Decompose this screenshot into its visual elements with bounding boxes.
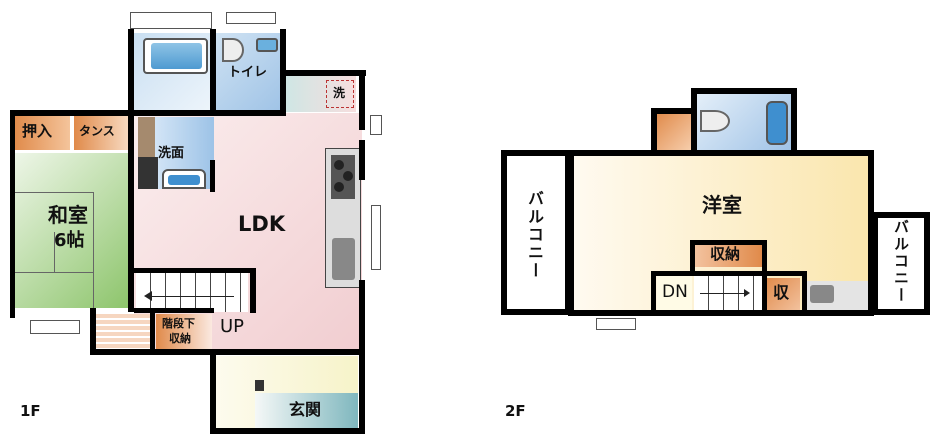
wall	[568, 150, 574, 316]
tatami-line	[54, 232, 55, 272]
wall	[90, 349, 360, 355]
wall	[791, 88, 797, 152]
tansu-closet	[74, 116, 130, 150]
burner-icon	[334, 182, 344, 192]
tatami-line	[93, 192, 94, 308]
balcony-left-label: バルコニー	[525, 190, 544, 280]
under-stairs-label-1: 階段下	[162, 317, 195, 330]
wall	[802, 271, 807, 313]
arrow-left-icon	[146, 296, 234, 297]
bay-window	[370, 115, 382, 135]
youshitsu-label: 洋室	[702, 193, 742, 217]
wall	[210, 160, 215, 192]
under-stairs-label-2: 収納	[169, 332, 191, 345]
washer-box	[326, 80, 354, 108]
wall	[691, 88, 797, 94]
under-stairs-storage	[156, 314, 212, 350]
oshiire-closet	[14, 116, 70, 150]
floor-2f-label: 2F	[505, 402, 526, 420]
wall	[134, 268, 256, 273]
wall	[128, 110, 286, 116]
sink-icon	[256, 38, 278, 52]
wall	[762, 240, 767, 312]
laundry-area	[286, 76, 356, 112]
wall	[359, 280, 365, 430]
tansu-label: タンス	[79, 124, 115, 138]
stairs-up-label: UP	[220, 316, 245, 337]
wall	[10, 110, 15, 318]
wall	[250, 268, 256, 313]
bay-window	[371, 205, 381, 270]
burner-icon	[334, 160, 344, 170]
washer-label: 洗	[333, 86, 346, 100]
bay-window	[226, 12, 276, 24]
wall	[90, 308, 96, 354]
wall	[280, 29, 286, 116]
wall	[359, 140, 365, 180]
wall	[690, 240, 695, 276]
sink-basin-icon	[810, 285, 834, 303]
arrow-head	[144, 291, 152, 301]
pillar	[255, 380, 264, 391]
kitchen-sink-icon	[332, 238, 355, 280]
washitsu-size-label: 6帖	[54, 230, 85, 251]
wall	[210, 352, 216, 432]
wall	[128, 190, 134, 312]
small-storage-label: 収	[773, 283, 790, 302]
toilet-icon-2f	[700, 110, 730, 132]
wall	[690, 240, 766, 245]
wall	[134, 308, 214, 313]
tatami-line	[14, 272, 94, 273]
washitsu-label: 和室	[48, 203, 88, 227]
deck-area	[96, 314, 150, 350]
bay-window-2f	[596, 318, 636, 330]
wall	[651, 271, 656, 313]
wall	[651, 108, 657, 152]
arrow-head	[744, 289, 750, 297]
closet-2f	[694, 243, 762, 267]
wall	[286, 70, 366, 76]
washroom-shelf	[138, 117, 155, 157]
toilet-label: トイレ	[228, 65, 268, 80]
wall	[651, 271, 806, 276]
stairs-down-label: DN	[662, 282, 688, 302]
wall	[868, 150, 874, 316]
bathtub-icon	[143, 38, 208, 74]
wall	[651, 108, 695, 114]
balcony-right-label: バルコニー	[892, 219, 910, 304]
bay-window	[30, 320, 80, 334]
stairs-1f	[136, 272, 248, 312]
closet-2f-label: 収納	[710, 245, 741, 263]
washitsu-room	[14, 153, 132, 308]
washbasin-icon	[162, 169, 206, 189]
oshiire-label: 押入	[22, 122, 53, 140]
stairs-landing	[657, 276, 692, 312]
washroom-label: 洗面	[158, 146, 185, 161]
wall	[568, 150, 874, 156]
wall	[10, 110, 134, 116]
sink-icon-2f	[766, 101, 788, 145]
wall	[691, 88, 697, 152]
wall	[210, 428, 365, 434]
genkan-floor	[255, 393, 358, 431]
wall	[150, 312, 155, 352]
arrow-right-icon	[700, 293, 744, 294]
toilet-icon	[222, 38, 244, 62]
window	[130, 12, 212, 29]
wall	[568, 310, 874, 316]
genkan-label: 玄関	[289, 400, 322, 419]
stairs-2f	[694, 276, 762, 312]
storage-2f-top	[656, 113, 692, 151]
floor-1f-label: 1F	[20, 402, 41, 420]
balcony-right	[872, 212, 930, 315]
burner-icon	[343, 171, 353, 181]
tatami-line	[14, 192, 94, 193]
wall	[210, 29, 216, 116]
wall	[359, 70, 365, 130]
small-storage-2f	[766, 278, 800, 312]
washroom-dark-block	[138, 157, 158, 189]
ldk-label: LDK	[238, 212, 286, 236]
